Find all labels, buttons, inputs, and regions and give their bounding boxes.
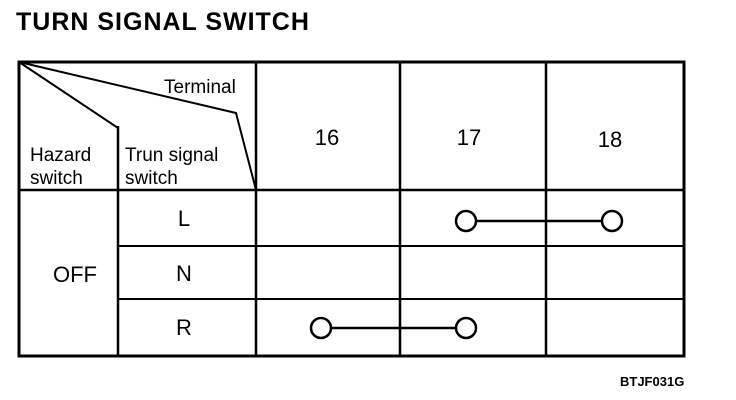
turn-header-line2: switch (125, 168, 178, 189)
connection-node-l-18 (600, 209, 624, 233)
position-label-r: R (176, 315, 192, 340)
connection-node-r-17 (454, 316, 478, 340)
table-border (17, 60, 686, 358)
continuity-connections (309, 209, 624, 340)
turn-header-line1: Trun signal (125, 145, 218, 166)
terminal-header: Terminal (164, 77, 236, 98)
hazard-header-line1: Hazard (30, 145, 91, 166)
hazard-state-off: OFF (53, 262, 97, 287)
diagonal-terminal (18, 61, 257, 191)
connection-node-r-16 (309, 316, 333, 340)
diagonal-hazard (18, 61, 119, 129)
terminal-17-label: 17 (457, 125, 481, 150)
hazard-header-line2: switch (30, 168, 83, 189)
position-label-l: L (178, 206, 190, 231)
terminal-18-label: 18 (598, 127, 622, 152)
diagram-title: TURN SIGNAL SWITCH (16, 8, 310, 36)
position-label-n: N (176, 261, 192, 286)
terminal-16-label: 16 (315, 125, 339, 150)
connection-node-l-17 (454, 209, 478, 233)
figure-code: BTJF031G (620, 374, 685, 389)
